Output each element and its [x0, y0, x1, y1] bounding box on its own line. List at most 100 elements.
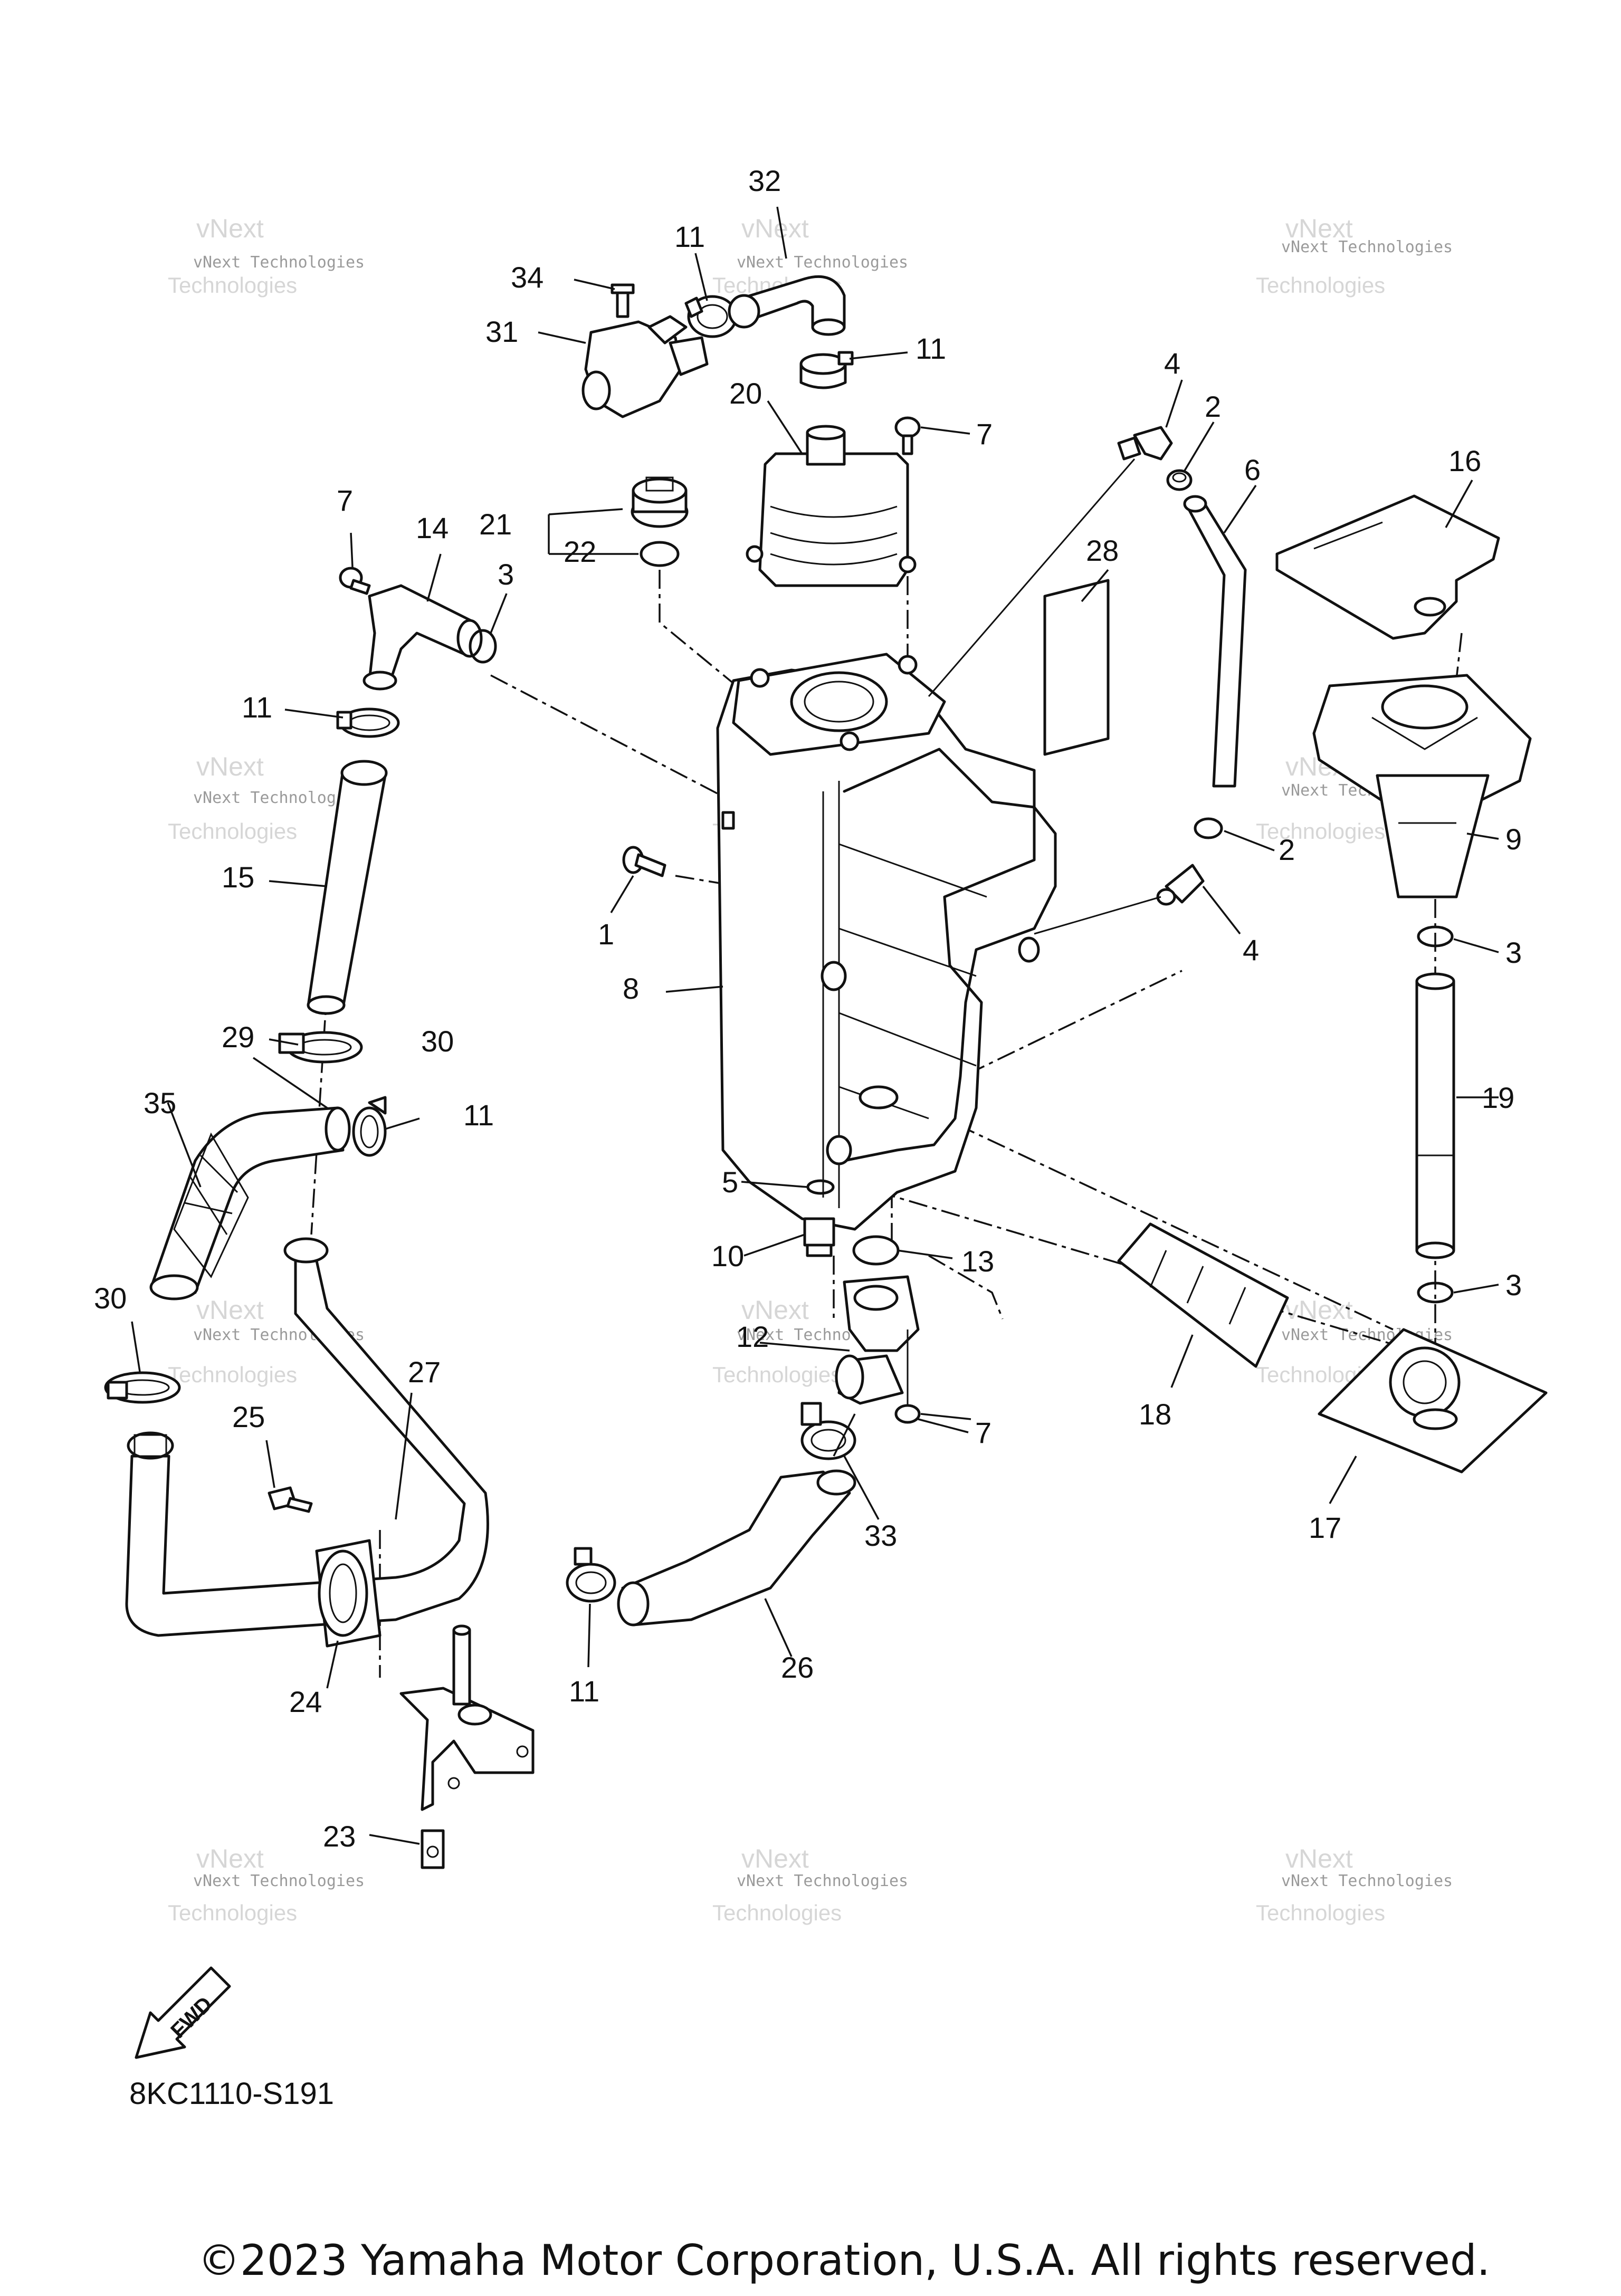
callout-7: 7: [337, 484, 353, 517]
callout-11: 11: [463, 1098, 494, 1132]
watermark: vNext vNext Technologies Technologies: [1256, 214, 1453, 298]
o-ring-13: [852, 1235, 900, 1266]
resonator-cap-20: [746, 425, 917, 587]
callout-16: 16: [1448, 444, 1481, 477]
elbow-hose-32: [728, 275, 846, 336]
svg-text:vNext: vNext: [196, 1844, 264, 1873]
copyright-notice: ©2023 Yamaha Motor Corporation, U.S.A. A…: [198, 2236, 1490, 2285]
svg-text:vNext: vNext: [1285, 1295, 1353, 1325]
callout-9: 9: [1505, 822, 1522, 856]
elbow-14: [363, 584, 483, 691]
svg-text:Technologies: Technologies: [168, 819, 297, 844]
svg-text:vNext: vNext: [196, 214, 264, 243]
cap-2-top: [1166, 469, 1193, 491]
callout-30: 30: [94, 1281, 127, 1315]
callout-6: 6: [1244, 453, 1261, 486]
hose-26: [617, 1469, 856, 1627]
watermark: vNext vNext Technologies Technologies: [1256, 1844, 1453, 1925]
svg-text:vNext: vNext: [1285, 214, 1353, 243]
bolt-1: [622, 846, 666, 877]
callout-29: 29: [222, 1020, 254, 1054]
callout-8: 8: [623, 972, 639, 1005]
hose-clamp-11-bottom: [566, 1547, 616, 1603]
callout-32: 32: [748, 164, 781, 197]
grommet-24: [315, 1539, 382, 1648]
svg-text:Technologies: Technologies: [1256, 819, 1385, 844]
hose-clamp-30-bottom: [104, 1371, 181, 1404]
callout-15: 15: [222, 860, 254, 894]
callout-4: 4: [1164, 347, 1180, 380]
callout-20: 20: [729, 377, 762, 410]
callout-11: 11: [916, 332, 946, 365]
svg-text:vNext: vNext: [741, 1844, 809, 1873]
drain-plug-10: [803, 1217, 835, 1257]
callout-22: 22: [564, 535, 596, 568]
bracket-21-22: [548, 508, 638, 555]
callout-27: 27: [408, 1355, 441, 1389]
watermark: vNext vNext Technologies Technologies: [712, 1844, 908, 1925]
svg-text:Technologies: Technologies: [168, 1362, 297, 1387]
diagram-code: 8KC1110-S191: [129, 2077, 334, 2111]
callout-11: 11: [242, 691, 272, 724]
o-ring-3-right-bottom: [1417, 1281, 1454, 1304]
label-28: [1043, 579, 1110, 756]
hose-29-35: [149, 1106, 351, 1300]
svg-text:vNext Technologies: vNext Technologies: [193, 1872, 365, 1890]
hose-clamp-30-top: [278, 1031, 363, 1064]
callout-1: 1: [598, 917, 614, 951]
hose-clamp-11-left-top: [684, 295, 738, 338]
watermark: vNext vNext Technologies Technologies: [168, 752, 365, 844]
o-ring-3-right-top: [1417, 925, 1454, 948]
bolt-7-left: [339, 567, 371, 595]
svg-text:Technologies: Technologies: [712, 1900, 842, 1925]
callout-4: 4: [1243, 933, 1259, 967]
callout-10: 10: [711, 1239, 744, 1273]
callout-18: 18: [1139, 1398, 1171, 1431]
callout-11: 11: [569, 1675, 599, 1708]
callout-31: 31: [485, 315, 518, 348]
svg-text:vNext Technologies: vNext Technologies: [1281, 1872, 1453, 1890]
svg-text:vNext: vNext: [741, 1295, 809, 1325]
hose-clamp-33: [800, 1402, 856, 1460]
callout-3: 3: [1505, 936, 1522, 969]
air-valve-31: [581, 315, 709, 418]
o-ring-3-left: [469, 629, 497, 664]
callout-3: 3: [1505, 1268, 1522, 1302]
plate-17: [1318, 1328, 1548, 1474]
svg-text:Technologies: Technologies: [168, 1900, 297, 1925]
callout-25: 25: [232, 1400, 265, 1433]
callout-21: 21: [479, 508, 512, 541]
pipe-19: [1415, 972, 1455, 1259]
watermark: vNext vNext Technologies Technologies: [168, 1844, 365, 1925]
callout-3: 3: [498, 558, 514, 591]
fwd-arrow-icon: FWD: [135, 1966, 231, 2059]
callout-19: 19: [1482, 1081, 1514, 1114]
screw-34: [611, 283, 635, 318]
callout-2: 2: [1205, 390, 1221, 423]
gasket-16: [1275, 494, 1500, 640]
svg-text:Technologies: Technologies: [1256, 1900, 1385, 1925]
svg-text:Technologies: Technologies: [1256, 273, 1385, 298]
callout-17: 17: [1309, 1511, 1341, 1544]
callout-13: 13: [961, 1245, 994, 1278]
callout-2: 2: [1279, 833, 1295, 866]
callout-24: 24: [289, 1685, 322, 1718]
callout-26: 26: [781, 1651, 814, 1684]
hose-clamp-11-left: [336, 707, 400, 738]
svg-text:vNext Technologies: vNext Technologies: [737, 253, 908, 272]
callout-11: 11: [674, 220, 705, 253]
elbow-fitting-4-top: [1117, 426, 1173, 461]
svg-text:vNext Technologies: vNext Technologies: [1281, 238, 1453, 256]
bracket-23: [399, 1624, 535, 1811]
svg-text:Technologies: Technologies: [168, 273, 297, 298]
bolt-7-top: [894, 416, 921, 455]
hose-6: [1183, 495, 1247, 788]
callout-7: 7: [975, 1416, 991, 1449]
callout-labels: 32 11 34 31 11 7 20 4 2 6 16 28 21 22 7 …: [94, 164, 1522, 1853]
screw-25: [268, 1486, 313, 1513]
callout-35: 35: [144, 1086, 176, 1120]
washer-5: [806, 1179, 835, 1195]
svg-text:vNext: vNext: [1285, 1844, 1353, 1873]
svg-text:vNext Technologies: vNext Technologies: [737, 1872, 908, 1890]
